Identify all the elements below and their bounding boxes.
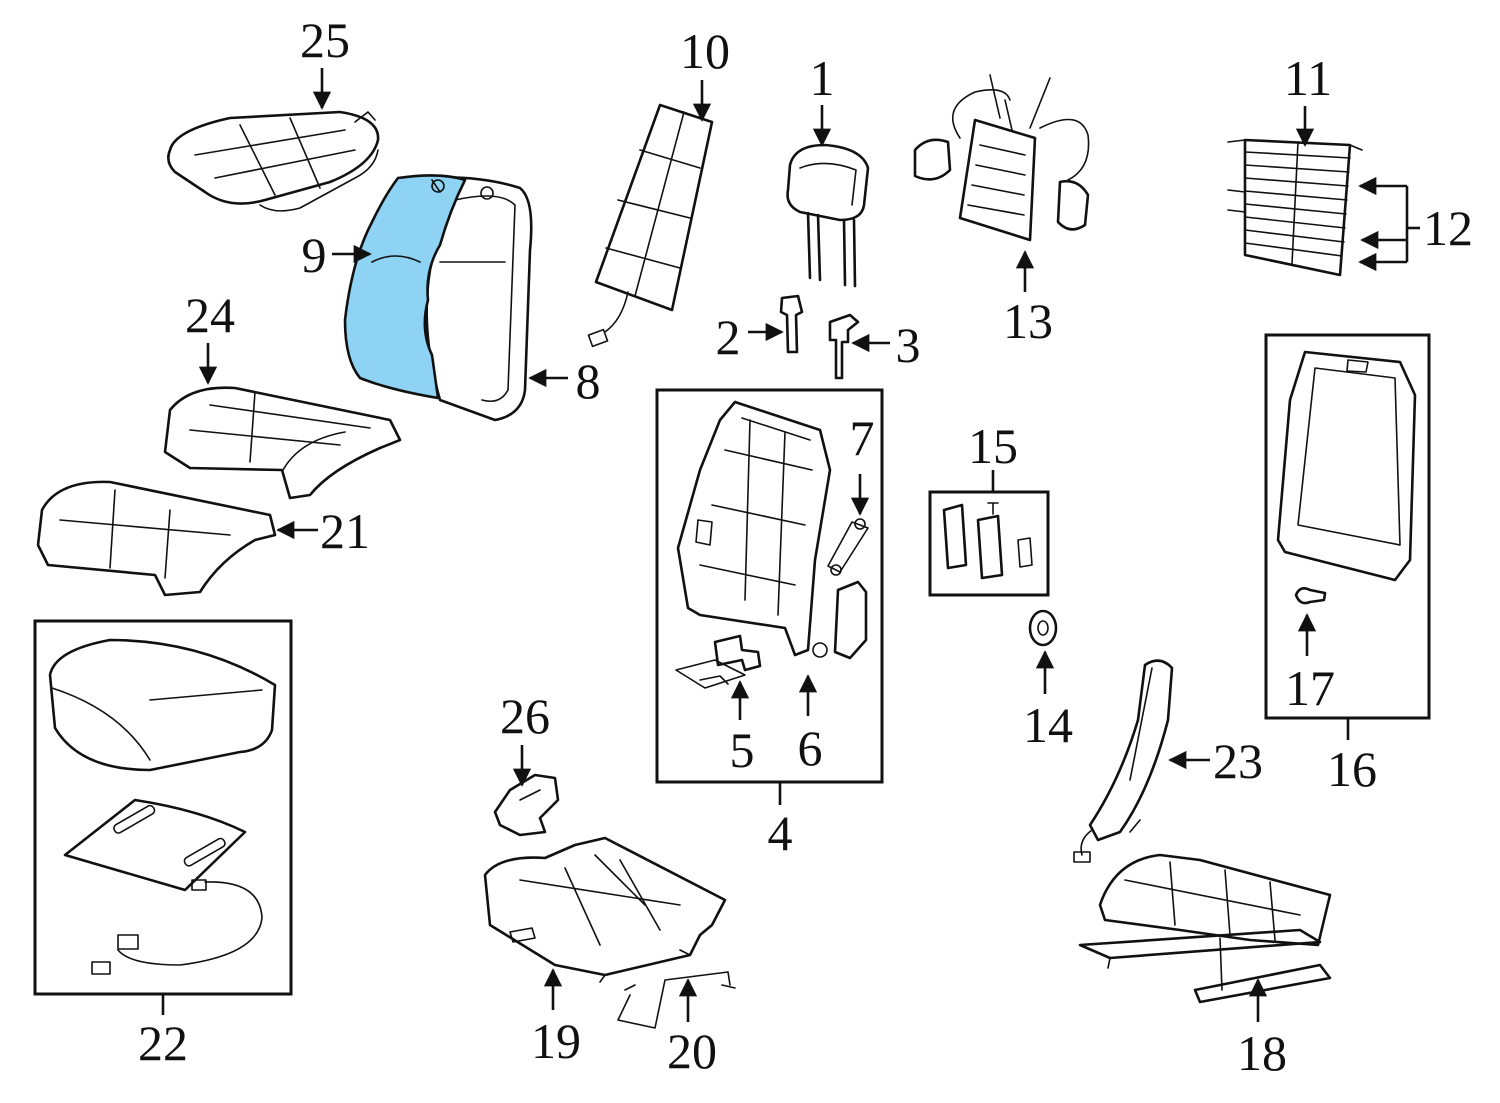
part-7-recliner-spring[interactable] xyxy=(827,518,869,576)
callout-21: 21 xyxy=(320,503,370,559)
part-4-seat-back-frame xyxy=(676,400,832,657)
callout-1: 1 xyxy=(810,50,835,106)
callout-24: 24 xyxy=(185,287,235,343)
part-17-clip[interactable] xyxy=(1294,587,1327,605)
callout-6: 6 xyxy=(798,720,823,776)
callout-5: 5 xyxy=(730,722,755,778)
part-15-switch-components xyxy=(942,502,1033,580)
callout-15: 15 xyxy=(968,418,1018,474)
part-16-back-panel xyxy=(1276,350,1417,582)
part-11-seat-back-suspension-mat[interactable] xyxy=(1227,138,1363,277)
part-15-switch-box[interactable] xyxy=(928,490,1050,597)
leader-12 xyxy=(1358,176,1420,272)
part-1-headrest[interactable] xyxy=(786,143,870,288)
callout-12: 12 xyxy=(1423,200,1473,256)
part-21-seat-cushion-pad[interactable] xyxy=(36,480,277,597)
part-25-seat-heater-pad[interactable] xyxy=(167,110,380,212)
part-26-bracket[interactable] xyxy=(493,773,560,837)
callout-20: 20 xyxy=(667,1023,717,1079)
part-14-washer[interactable] xyxy=(1028,609,1058,647)
part-2-headrest-guide[interactable] xyxy=(779,294,804,354)
part-4-seat-back-frame-box[interactable] xyxy=(655,388,884,784)
callout-25: 25 xyxy=(300,12,350,68)
callout-23: 23 xyxy=(1213,733,1263,789)
part-18-seat-adjuster[interactable] xyxy=(1078,853,1332,1004)
callout-7: 7 xyxy=(850,410,875,466)
callout-16: 16 xyxy=(1327,741,1377,797)
callout-17: 17 xyxy=(1285,660,1335,716)
part-24-seat-cushion-cover[interactable] xyxy=(163,386,402,500)
part-3-headrest-guide-lock[interactable] xyxy=(828,313,860,380)
part-13-lumbar-support[interactable] xyxy=(913,74,1090,242)
part-5-bracket[interactable] xyxy=(675,634,762,689)
part-23-side-trim[interactable] xyxy=(1073,659,1174,863)
part-10-seat-back-heater[interactable] xyxy=(587,103,714,348)
callout-19: 19 xyxy=(531,1013,581,1069)
callout-22: 22 xyxy=(138,1015,188,1071)
callout-3: 3 xyxy=(896,317,921,373)
callout-8: 8 xyxy=(576,353,601,409)
callout-26: 26 xyxy=(500,688,550,744)
part-22-cushion-heater-components xyxy=(48,638,277,975)
callout-9: 9 xyxy=(302,227,327,283)
part-20-wire-harness[interactable] xyxy=(617,971,736,1029)
callout-13: 13 xyxy=(1003,293,1053,349)
part-19-cushion-frame[interactable] xyxy=(483,836,727,983)
callout-2: 2 xyxy=(716,309,741,365)
callout-10: 10 xyxy=(680,23,730,79)
callout-4: 4 xyxy=(768,805,793,861)
callout-14: 14 xyxy=(1023,697,1073,753)
callout-11: 11 xyxy=(1284,50,1332,106)
callout-18: 18 xyxy=(1237,1025,1287,1081)
part-6-recliner-cover[interactable] xyxy=(812,580,868,660)
